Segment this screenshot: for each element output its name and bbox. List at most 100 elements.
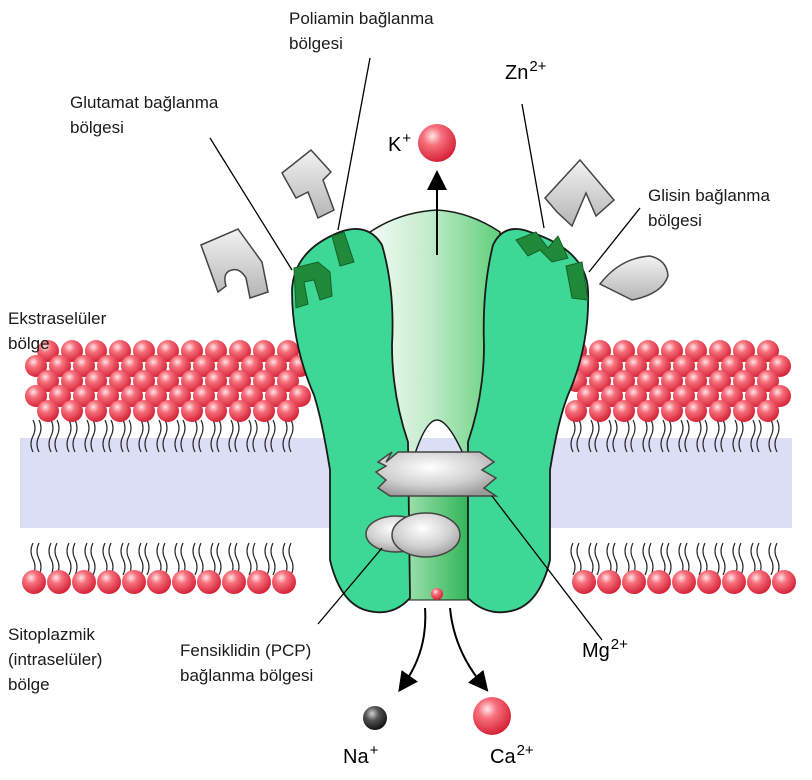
glutamate-label-line1: Glutamat bağlanma	[70, 90, 218, 115]
magnesium-label: Mg2+	[582, 640, 628, 663]
lipid-head	[47, 570, 71, 594]
lipid-head	[733, 400, 755, 422]
channel-exit-dot	[431, 588, 443, 600]
lipid-head	[122, 570, 146, 594]
zinc-ligand	[545, 160, 614, 226]
lipid-tail	[139, 543, 143, 575]
glutamate-label-line2: bölgesi	[70, 115, 218, 140]
lipid-head	[272, 570, 296, 594]
lipid-tail	[67, 543, 71, 575]
sodium-label: Na+	[343, 746, 378, 769]
lipid-tail	[247, 543, 251, 575]
lipid-tail	[667, 543, 671, 575]
lipid-head	[757, 400, 779, 422]
lipid-head	[772, 570, 796, 594]
lipid-head	[565, 400, 587, 422]
pcp-site-label: Fensiklidin (PCP) bağlanma bölgesi	[180, 638, 313, 688]
lipid-head	[613, 400, 635, 422]
calcium-label: Ca2+	[490, 746, 534, 769]
lipid-tail	[253, 543, 257, 575]
lipid-tail	[649, 543, 653, 575]
lipid-head	[622, 570, 646, 594]
lipid-tail	[103, 543, 107, 575]
lipid-tail	[199, 543, 203, 575]
lipid-head	[222, 570, 246, 594]
lipid-head	[589, 400, 611, 422]
lipid-tail	[37, 543, 41, 575]
lipid-head	[722, 570, 746, 594]
lipid-head	[637, 400, 659, 422]
lipid-tail	[751, 543, 755, 575]
pcp-label-line1: Fensiklidin (PCP)	[180, 638, 313, 663]
lipid-head	[205, 400, 227, 422]
lipid-head	[277, 400, 299, 422]
cytoplasmic-label-line2: (intraselüler)	[8, 647, 102, 672]
lipid-head	[672, 570, 696, 594]
lipid-tail	[589, 543, 593, 575]
lipid-tail	[643, 543, 647, 575]
calcium-symbol: Ca	[490, 746, 516, 768]
lipid-head	[85, 400, 107, 422]
lipid-tail	[703, 543, 707, 575]
zinc-symbol: Zn	[505, 62, 528, 84]
lipid-head	[747, 570, 771, 594]
calcium-ion	[473, 697, 511, 735]
lipid-head	[97, 570, 121, 594]
cytoplasmic-region-label: Sitoplazmik (intraselüler) bölge	[8, 622, 102, 697]
polyamine-label-line1: Poliamin bağlanma	[289, 6, 434, 31]
lipid-tail	[721, 543, 725, 575]
lipid-head	[37, 400, 59, 422]
extracellular-label-line2: bölge	[8, 331, 106, 356]
lipid-tail	[175, 543, 179, 575]
lipid-tail	[625, 543, 629, 575]
lipid-tail	[265, 543, 269, 575]
lipid-head	[697, 570, 721, 594]
lipid-tail	[595, 543, 599, 575]
lipid-tail	[289, 543, 293, 575]
sodium-arrow	[404, 608, 425, 684]
glycine-label-line2: bölgesi	[648, 208, 770, 233]
glycine-label-line1: Glisin bağlanma	[648, 183, 770, 208]
lipid-tail	[121, 543, 125, 575]
zinc-label: Zn2+	[505, 62, 546, 85]
potassium-label: K+	[388, 134, 411, 157]
cytoplasmic-label-line1: Sitoplazmik	[8, 622, 102, 647]
lipid-tail	[661, 543, 665, 575]
lipid-tail	[769, 543, 773, 575]
lipid-head	[647, 570, 671, 594]
lipid-head	[247, 570, 271, 594]
zinc-charge: 2+	[529, 58, 546, 75]
lipid-tail	[715, 543, 719, 575]
calcium-charge: 2+	[517, 742, 534, 759]
extracellular-region-label: Ekstraselüler bölge	[8, 306, 106, 356]
calcium-arrow	[450, 608, 482, 684]
lipid-head	[72, 570, 96, 594]
magnesium-block	[376, 452, 496, 496]
glycine-site-label: Glisin bağlanma bölgesi	[648, 183, 770, 233]
lipid-head	[181, 400, 203, 422]
lipid-head	[197, 570, 221, 594]
lipid-tail	[49, 543, 53, 575]
potassium-ion	[418, 124, 456, 162]
lipid-tail	[577, 543, 581, 575]
lipid-head	[709, 400, 731, 422]
lipid-tail	[775, 543, 779, 575]
potassium-symbol: K	[388, 134, 401, 156]
lipid-head	[685, 400, 707, 422]
pcp-label-line2: bağlanma bölgesi	[180, 663, 313, 688]
lipid-tail	[697, 543, 701, 575]
glycine-ligand	[600, 256, 668, 300]
cytoplasmic-label-line3: bölge	[8, 672, 102, 697]
sodium-charge: +	[370, 742, 379, 759]
lipid-head	[172, 570, 196, 594]
lipid-head	[661, 400, 683, 422]
glutamate-site-label: Glutamat bağlanma bölgesi	[70, 90, 218, 140]
sodium-ion	[363, 706, 387, 730]
lipid-tail	[211, 543, 215, 575]
lipid-tail	[271, 543, 275, 575]
polyamine-label-line2: bölgesi	[289, 31, 434, 56]
magnesium-symbol: Mg	[582, 640, 610, 662]
lipid-tail	[193, 543, 197, 575]
polyamine-ligand	[282, 150, 334, 218]
lipid-head	[253, 400, 275, 422]
